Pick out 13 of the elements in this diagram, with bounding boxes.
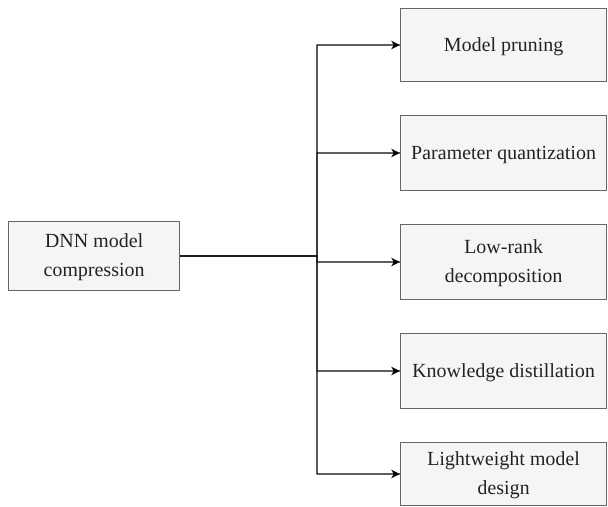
process-box xyxy=(400,8,607,82)
box-label: DNN model compression xyxy=(42,229,146,283)
process-box xyxy=(400,115,607,191)
box-label: Model pruning xyxy=(444,32,564,58)
arrow xyxy=(180,255,400,478)
process-box xyxy=(400,224,607,300)
process-box xyxy=(8,221,180,291)
box-label: Knowledge distillation xyxy=(412,358,595,384)
process-box xyxy=(400,333,607,409)
process-box xyxy=(400,442,607,506)
box-label: Lightweight model design xyxy=(426,447,581,501)
box-label: Low-rank decomposition xyxy=(444,235,564,289)
box-label: Parameter quantization xyxy=(411,140,596,166)
